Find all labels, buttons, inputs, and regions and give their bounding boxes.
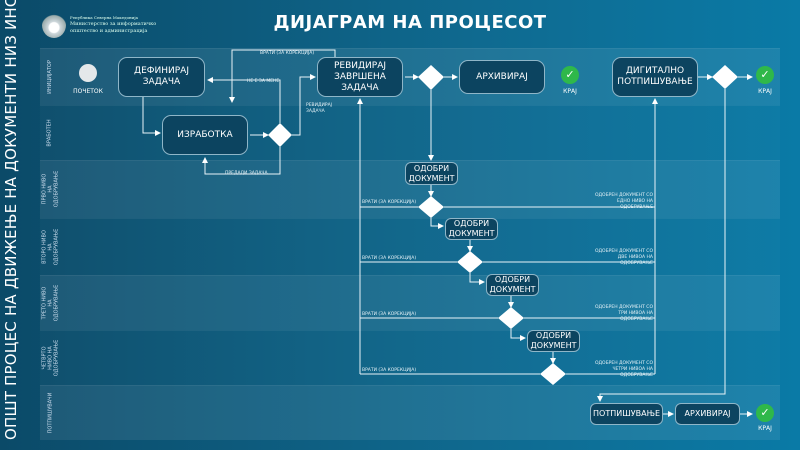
coat-of-arms-logo [42,12,66,38]
approve-level3-node[interactable]: ОДОБРИ ДОКУМЕНТ [486,274,539,296]
work-node[interactable]: ИЗРАБОТКА [162,115,248,155]
org-top: Република Северна Македонија [70,15,138,20]
digital-signing-node[interactable]: ДИГИТАЛНО ПОТПИШУВАЊЕ [612,57,698,97]
check-icon: ✓ [756,66,774,84]
lane-employee [40,105,780,160]
decision-diamond [540,363,566,385]
start-node [79,64,97,82]
lane-level1 [40,160,780,218]
submit-task-label: ПРЕДАДИ ЗАДАЧА [225,171,268,176]
check-icon: ✓ [561,66,579,84]
decision-diamond [418,196,444,218]
approved-label: ОДОБРЕН ДОКУМЕНТ СО ДВЕ НИВОА НА ОДОБРУВ… [594,249,653,266]
decision-diamond [498,307,524,329]
decision-diamond [457,251,483,273]
return-label: ВРАТИ (ЗА КОРЕКЦИЈА) [362,312,417,317]
start-label: ПОЧЕТОК [73,88,103,95]
return-label: ВРАТИ (ЗА КОРЕКЦИЈА) [362,200,417,205]
org-line1: Министерство за информатичко [70,21,157,27]
approved-label: ОДОБРЕН ДОКУМЕНТ СО ЕДНО НИВО НА ОДОБРУВ… [594,193,653,210]
decision-diamond [418,65,444,90]
not-mine-label: НЕ Е ЗА МЕНЕ [247,79,280,84]
return-label: ВРАТИ (ЗА КОРЕКЦИЈА) [362,368,417,373]
approve-level4-node[interactable]: ОДОБРИ ДОКУМЕНТ [527,330,580,352]
check-icon: ✓ [756,404,774,422]
decision-diamond [268,123,292,147]
lane-level2 [40,218,780,275]
decision-diamond [712,65,738,89]
archive-final-node[interactable]: АРХИВИРАЈ [675,403,740,425]
org-line2: општество и администрација [70,28,148,34]
approved-label: ОДОБРЕН ДОКУМЕНТ СО ЧЕТРИ НИВОА НА ОДОБР… [594,361,653,378]
end-label: КРАЈ [758,88,772,95]
lane-level4 [40,330,780,385]
approve-level1-node[interactable]: ОДОБРИ ДОКУМЕНТ [405,162,458,185]
archive-node[interactable]: АРХИВИРАЈ [459,60,545,94]
review-task-node[interactable]: РЕВИДИРАЈ ЗАВРШЕНА ЗАДАЧА [317,57,403,97]
end-label: КРАЈ [758,425,772,432]
return-label: ВРАТИ (ЗА КОРЕКЦИЈА) [362,256,417,261]
signing-node[interactable]: ПОТПИШУВАЊЕ [590,403,663,425]
define-task-node[interactable]: ДЕФИНИРАЈ ЗАДАЧА [118,57,205,97]
end-label: КРАЈ [563,88,577,95]
review-task-label: РЕВИДИРАЈ ЗАДАЧА [306,103,333,114]
lane-level3 [40,275,780,330]
return-label: ВРАТИ (ЗА КОРЕКЦИЈА) [260,51,315,56]
page-title: ДИЈАГРАМ НА ПРОЦЕСОТ [273,12,547,33]
approved-label: ОДОБРЕН ДОКУМЕНТ СО ТРИ НИВОА НА ОДОБРУВ… [594,305,653,322]
approve-level2-node[interactable]: ОДОБРИ ДОКУМЕНТ [445,218,498,240]
ministry-name: Република Северна Македонија Министерств… [70,14,156,35]
